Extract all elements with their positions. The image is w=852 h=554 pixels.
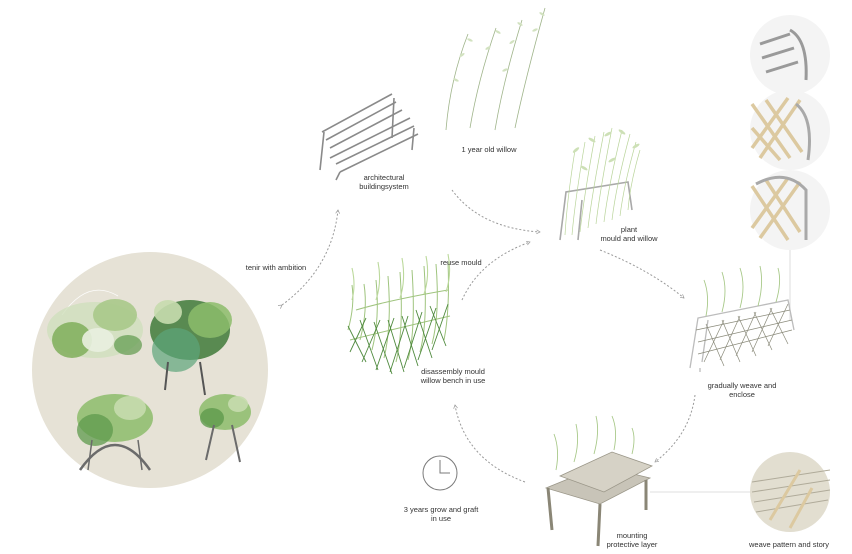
- park-bench-icon: [319, 93, 419, 181]
- label-disassembly: disassembly mould willow bench in use: [421, 367, 486, 385]
- weave-enclose-illustration: [689, 265, 795, 372]
- label-weave-line2: enclose: [729, 390, 755, 399]
- detail-frame-circle: [750, 15, 830, 95]
- willow-arch-sculpture: [77, 394, 153, 471]
- label-mounting-line2: protective layer: [606, 540, 658, 549]
- cycle-arrows: [277, 189, 696, 483]
- label-grow-line1: 3 years grow and graft: [403, 505, 479, 514]
- label-architectural-line2: buildingsystem: [359, 182, 409, 191]
- label-plant-line1: plant: [620, 225, 638, 234]
- detail-enclose-circle: [750, 170, 830, 250]
- mounting-bench-illustration: [544, 415, 653, 547]
- label-weave-pattern: weave pattern and story: [748, 540, 830, 549]
- arrow-bench-to-plant: [451, 189, 541, 235]
- label-weave-line1: gradually weave and: [707, 381, 777, 390]
- willow-chair-sculpture: [199, 394, 251, 463]
- label-disassembly-line1: disassembly mould: [421, 367, 485, 376]
- willow-tree-sculpture: [150, 300, 232, 396]
- arrow-mounting-to-disassembly: [453, 404, 526, 483]
- label-mounting: mounting protective layer: [607, 531, 658, 549]
- label-mounting-line1: mounting: [616, 531, 648, 540]
- label-plant-line2: mould and willow: [600, 234, 658, 243]
- label-one-year-willow: 1 year old willow: [461, 145, 517, 154]
- arrow-reuse-mould: [461, 240, 531, 301]
- label-architectural-line1: architectural: [363, 173, 405, 182]
- label-reuse-mould: reuse mould: [440, 258, 482, 267]
- label-grow-line2: in use: [430, 514, 451, 523]
- disassembly-mould-illustration: [347, 253, 451, 375]
- arrow-plant-to-weave: [599, 249, 685, 299]
- clock-icon: [422, 455, 458, 491]
- arrow-tenir-both: [277, 209, 340, 309]
- detail-connectors: [650, 250, 791, 493]
- arrow-weave-to-mounting: [654, 394, 696, 463]
- willow-dome-sculpture: [47, 299, 143, 358]
- one-year-willow-illustration: [445, 7, 546, 131]
- label-architectural-system: architectural buildingsystem: [359, 173, 409, 191]
- label-plant-mould: plant mould and willow: [600, 225, 657, 243]
- weave-pattern-circle: [750, 452, 831, 532]
- plant-mould-illustration: [559, 127, 641, 241]
- label-weave-enclose: gradually weave and enclose: [708, 381, 777, 399]
- detail-weave-circle: [750, 90, 830, 170]
- label-tenir-ambition: tenir with ambition: [245, 263, 307, 272]
- label-disassembly-line2: willow bench in use: [420, 376, 486, 385]
- ambition-disc: [32, 252, 268, 488]
- label-grow-graft: 3 years grow and graft in use: [404, 505, 479, 523]
